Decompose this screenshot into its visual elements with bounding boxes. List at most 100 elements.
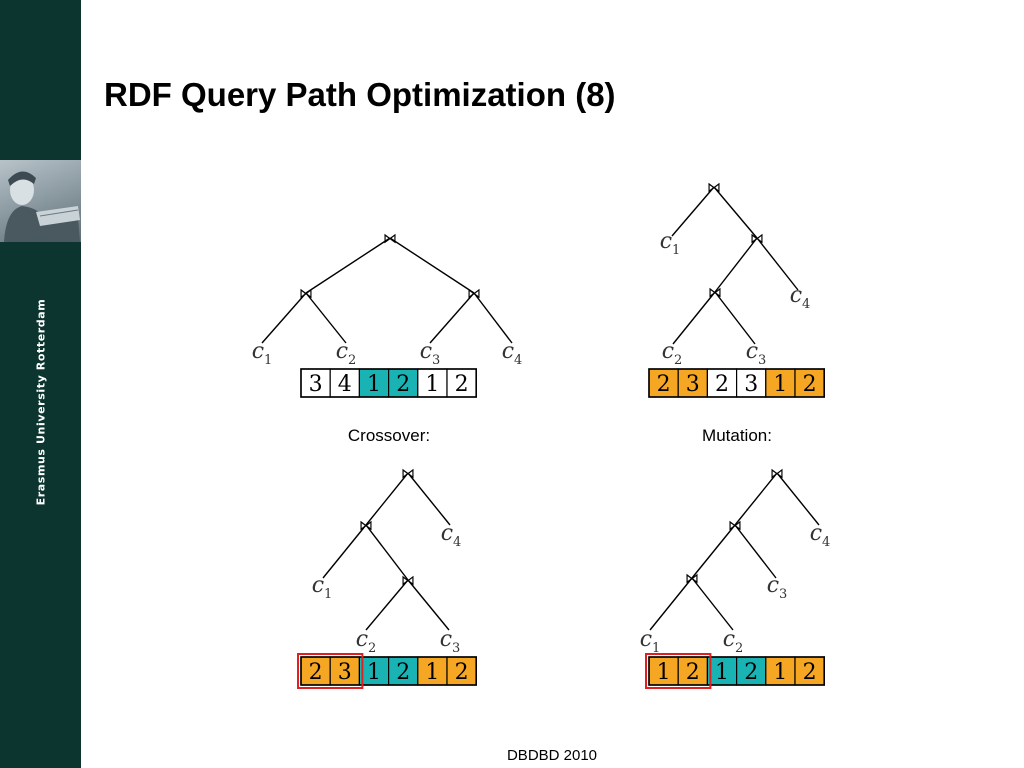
gene-value: 1	[773, 660, 787, 685]
leaf-label: c4	[810, 521, 831, 550]
tree-edge	[672, 291, 716, 345]
gene-value: 4	[338, 372, 352, 397]
leaf-subscript: 3	[758, 353, 766, 368]
leaf-label: c3	[746, 339, 767, 368]
leaf-subscript: 4	[514, 353, 522, 368]
tree-edge	[305, 237, 391, 294]
gene-value: 3	[744, 372, 758, 397]
join-operator: ⋈	[728, 518, 742, 534]
tree-edge	[714, 291, 756, 345]
gene-cell	[794, 368, 825, 398]
join-operator: ⋈	[401, 466, 415, 482]
leaf-base: c	[640, 627, 652, 652]
leaf-base: c	[810, 521, 822, 546]
gene-value: 2	[803, 372, 817, 397]
tree-edge	[389, 237, 475, 294]
leaf-base: c	[660, 229, 672, 254]
leaf-subscript: 2	[735, 641, 743, 656]
mutation-label: Mutation:	[702, 426, 772, 445]
gene-value: 2	[309, 660, 323, 685]
gene-value: 1	[425, 660, 439, 685]
leaf-base: c	[767, 573, 779, 598]
gene-value: 2	[657, 372, 671, 397]
leaf-base: c	[312, 573, 324, 598]
leaf-subscript: 1	[324, 587, 332, 602]
tree-edge	[407, 579, 450, 631]
chromosome-outline	[648, 656, 825, 686]
join-operator: ⋈	[299, 286, 313, 302]
gene-cell	[417, 656, 448, 686]
join-operator: ⋈	[359, 518, 373, 534]
leaf-subscript: 1	[672, 243, 680, 258]
erasmus-statue-image	[0, 160, 81, 242]
gene-value: 3	[686, 372, 700, 397]
leaf-subscript: 1	[652, 641, 660, 656]
leaf-label: c1	[312, 573, 333, 602]
leaf-label: c3	[440, 627, 461, 656]
gene-value: 2	[686, 660, 700, 685]
tree-edge	[691, 524, 736, 579]
slide-footer: DBDBD 2010	[506, 747, 598, 764]
gene-value: 2	[455, 372, 469, 397]
leaf-subscript: 4	[453, 535, 461, 550]
gene-cell	[358, 656, 390, 686]
mutation-highlight	[645, 653, 712, 689]
leaf-subscript: 2	[348, 353, 356, 368]
gene-value: 3	[338, 660, 352, 685]
tree-edge	[714, 237, 758, 293]
tree-edge	[365, 524, 409, 581]
gene-value: 3	[309, 372, 323, 397]
leaf-label: c2	[662, 339, 683, 368]
leaf-base: c	[746, 339, 758, 364]
sidebar: Erasmus University Rotterdam	[0, 0, 81, 768]
leaf-label: c2	[336, 339, 357, 368]
gene-value: 2	[396, 660, 410, 685]
gene-value: 2	[803, 660, 817, 685]
tree-edge	[713, 186, 758, 239]
join-operator: ⋈	[750, 231, 764, 247]
tree-edge	[322, 524, 367, 579]
gene-cell	[329, 368, 361, 398]
join-operator: ⋈	[383, 231, 397, 247]
join-operator: ⋈	[707, 180, 721, 196]
join-operator: ⋈	[685, 571, 699, 587]
leaf-base: c	[356, 627, 368, 652]
tree-edge	[649, 577, 693, 631]
chromosome-outline	[648, 368, 825, 398]
tree-edge	[691, 577, 734, 631]
tree-edge	[734, 524, 777, 579]
tree-edge	[365, 472, 409, 526]
leaf-base: c	[440, 627, 452, 652]
leaf-subscript: 1	[264, 353, 272, 368]
leaf-base: c	[790, 283, 802, 308]
gene-value: 1	[367, 372, 381, 397]
tree-edge	[734, 472, 778, 526]
leaf-label: c2	[723, 627, 744, 656]
leaf-base: c	[336, 339, 348, 364]
join-operator: ⋈	[708, 285, 722, 301]
slide-title: RDF Query Path Optimization (8)	[104, 76, 616, 113]
leaf-label: c1	[640, 627, 661, 656]
tree-edge	[365, 579, 409, 631]
gene-cell	[648, 656, 679, 686]
tree-edge	[756, 237, 799, 291]
leaf-label: c3	[767, 573, 788, 602]
chromosome-outline	[300, 656, 477, 686]
gene-cell	[358, 368, 390, 398]
leaf-subscript: 2	[368, 641, 376, 656]
crossover-label: Crossover:	[348, 426, 430, 445]
join-operator: ⋈	[467, 286, 481, 302]
leaf-subscript: 3	[452, 641, 460, 656]
gene-value: 2	[744, 660, 758, 685]
leaf-label: c4	[502, 339, 523, 368]
chromosome-outline	[300, 368, 477, 398]
gene-value: 2	[455, 660, 469, 685]
gene-value: 1	[715, 660, 729, 685]
gene-value: 1	[657, 660, 671, 685]
tree-edge	[776, 472, 820, 526]
gene-value: 2	[396, 372, 410, 397]
leaf-base: c	[252, 339, 264, 364]
join-operator: ⋈	[770, 466, 784, 482]
leaf-base: c	[723, 627, 735, 652]
